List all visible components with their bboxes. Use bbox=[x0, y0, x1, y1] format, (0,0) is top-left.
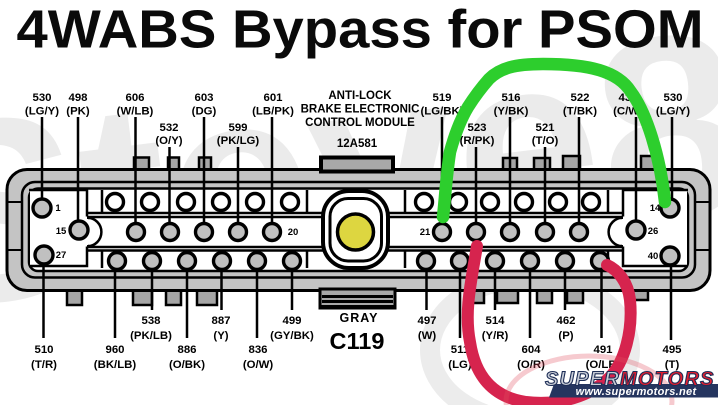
svg-text:886: 886 bbox=[177, 344, 196, 356]
svg-text:(LG/Y): (LG/Y) bbox=[656, 106, 690, 118]
svg-text:GRAY: GRAY bbox=[340, 311, 379, 325]
svg-text:(O/W): (O/W) bbox=[243, 359, 274, 371]
svg-text:14: 14 bbox=[650, 203, 661, 214]
svg-text:(LG): (LG) bbox=[448, 359, 472, 371]
svg-text:(LG/Y): (LG/Y) bbox=[25, 106, 59, 118]
svg-text:(T): (T) bbox=[665, 359, 680, 371]
svg-text:(Y): (Y) bbox=[213, 330, 228, 342]
svg-text:(Y/BK): (Y/BK) bbox=[494, 106, 529, 118]
svg-text:495: 495 bbox=[662, 344, 682, 356]
svg-text:(T/BK): (T/BK) bbox=[563, 106, 597, 118]
svg-text:12A581: 12A581 bbox=[337, 138, 378, 150]
svg-text:ANTI-LOCK: ANTI-LOCK bbox=[328, 90, 392, 102]
svg-text:C119: C119 bbox=[330, 328, 385, 354]
svg-text:(Y/R): (Y/R) bbox=[482, 330, 509, 342]
svg-text:523: 523 bbox=[467, 122, 486, 134]
svg-text:601: 601 bbox=[263, 92, 283, 104]
svg-text:40: 40 bbox=[648, 251, 659, 262]
svg-text:www.supermotors.net: www.supermotors.net bbox=[576, 386, 698, 398]
svg-text:(LG/BK): (LG/BK) bbox=[420, 106, 463, 118]
svg-text:(T/O): (T/O) bbox=[532, 135, 559, 147]
svg-text:(GY/BK): (GY/BK) bbox=[270, 330, 314, 342]
svg-text:CONTROL MODULE: CONTROL MODULE bbox=[305, 117, 415, 129]
svg-text:497: 497 bbox=[417, 315, 436, 327]
svg-text:491: 491 bbox=[593, 344, 613, 356]
svg-text:498: 498 bbox=[68, 92, 87, 104]
svg-text:26: 26 bbox=[648, 226, 659, 237]
svg-text:514: 514 bbox=[485, 315, 505, 327]
svg-text:SUPER: SUPER bbox=[545, 369, 620, 391]
svg-text:603: 603 bbox=[194, 92, 213, 104]
svg-text:(PK): (PK) bbox=[66, 106, 90, 118]
svg-text:530: 530 bbox=[663, 92, 682, 104]
svg-text:836: 836 bbox=[248, 344, 267, 356]
svg-text:1: 1 bbox=[55, 203, 61, 214]
svg-text:960: 960 bbox=[105, 344, 124, 356]
svg-text:516: 516 bbox=[501, 92, 520, 104]
svg-text:(T/R): (T/R) bbox=[31, 359, 57, 371]
svg-text:606: 606 bbox=[125, 92, 144, 104]
svg-text:519: 519 bbox=[432, 92, 451, 104]
svg-text:462: 462 bbox=[556, 315, 575, 327]
svg-text:522: 522 bbox=[570, 92, 589, 104]
svg-text:27: 27 bbox=[56, 250, 67, 261]
svg-text:532: 532 bbox=[159, 122, 178, 134]
svg-text:599: 599 bbox=[228, 122, 247, 134]
svg-text:BRAKE ELECTRONIC: BRAKE ELECTRONIC bbox=[301, 104, 420, 116]
svg-text:510: 510 bbox=[34, 344, 53, 356]
svg-text:887: 887 bbox=[211, 315, 230, 327]
svg-text:MOTORS: MOTORS bbox=[620, 369, 715, 391]
svg-text:530: 530 bbox=[32, 92, 51, 104]
svg-text:499: 499 bbox=[282, 315, 301, 327]
svg-text:15: 15 bbox=[56, 226, 67, 237]
svg-text:604: 604 bbox=[521, 344, 541, 356]
svg-text:(DG): (DG) bbox=[192, 106, 217, 118]
svg-text:(PK/LG): (PK/LG) bbox=[217, 135, 260, 147]
svg-text:521: 521 bbox=[535, 122, 555, 134]
svg-text:(R/PK): (R/PK) bbox=[460, 135, 495, 147]
svg-text:538: 538 bbox=[141, 315, 160, 327]
svg-text:20: 20 bbox=[288, 227, 299, 238]
svg-text:(BK/LB): (BK/LB) bbox=[94, 359, 137, 371]
svg-text:(O/BK): (O/BK) bbox=[169, 359, 205, 371]
svg-text:(W/LB): (W/LB) bbox=[117, 106, 154, 118]
svg-text:(LB/PK): (LB/PK) bbox=[252, 106, 294, 118]
svg-text:4WABS Bypass for PSOM: 4WABS Bypass for PSOM bbox=[17, 0, 704, 60]
svg-text:(P): (P) bbox=[558, 330, 573, 342]
svg-text:(O/Y): (O/Y) bbox=[155, 135, 182, 147]
svg-text:(W): (W) bbox=[418, 330, 437, 342]
svg-text:21: 21 bbox=[420, 227, 431, 238]
svg-text:(PK/LB): (PK/LB) bbox=[130, 330, 172, 342]
svg-text:(O/R): (O/R) bbox=[517, 359, 545, 371]
